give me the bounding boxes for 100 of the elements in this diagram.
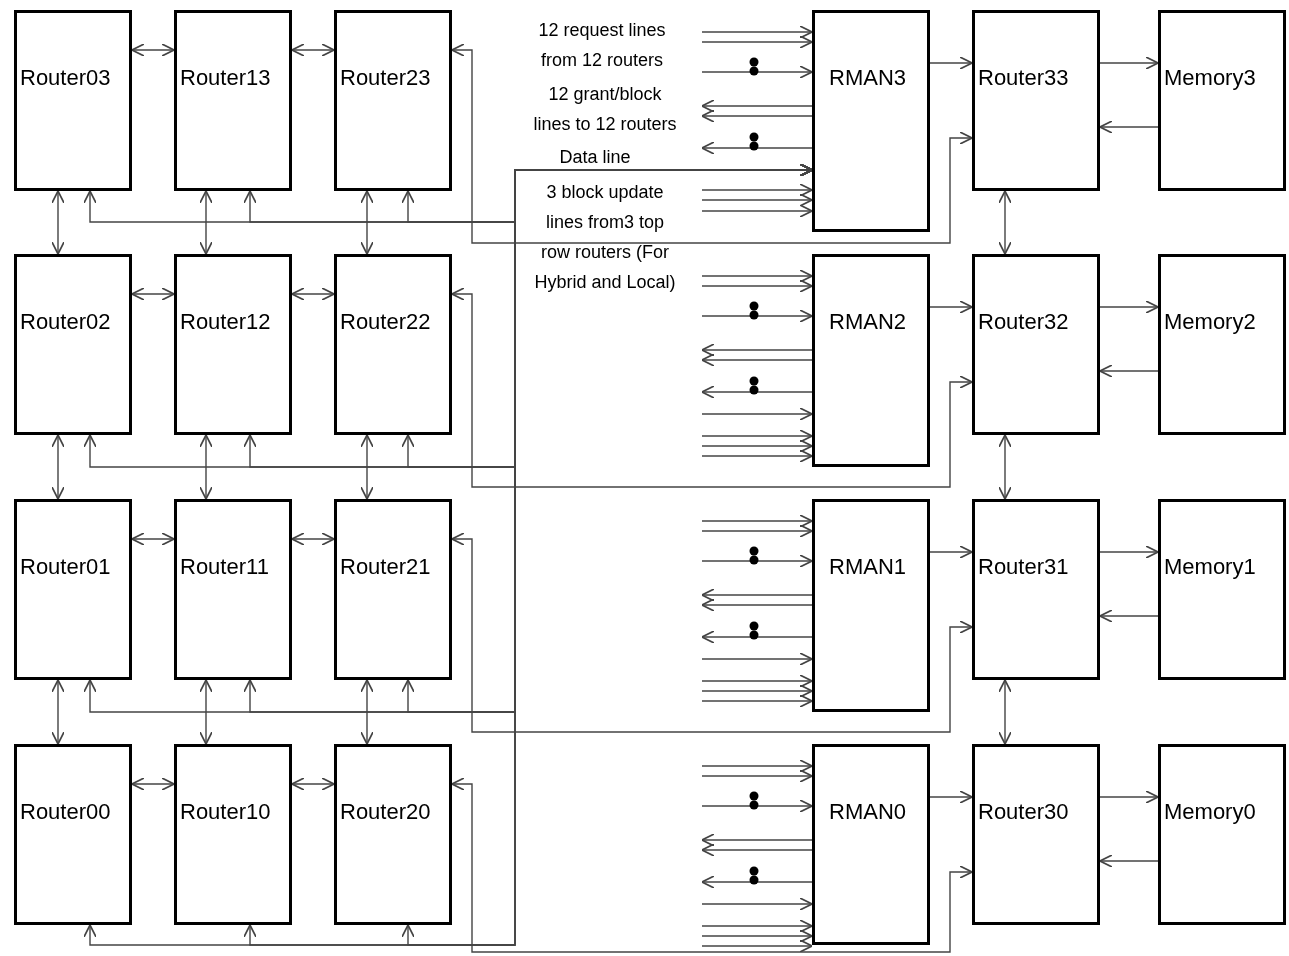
double-arrow: [131, 287, 175, 301]
arrow: [701, 833, 813, 847]
arrow: [701, 875, 813, 889]
arrow: [701, 684, 813, 698]
arrow: [701, 554, 813, 568]
arrow: [701, 385, 813, 399]
router-box: Router23: [334, 10, 452, 191]
double-arrow: [451, 287, 973, 488]
note-text: 12 request lines from 12 routers: [537, 19, 667, 72]
double-arrow: [451, 43, 973, 244]
double-arrow: [451, 777, 973, 953]
router-box: Router01: [14, 499, 132, 680]
double-arrow: [51, 679, 65, 745]
router-box: Router31: [972, 499, 1100, 680]
arrow: [701, 183, 813, 197]
arrow: [701, 769, 813, 783]
arrow: [701, 514, 813, 528]
double-arrow: [998, 679, 1012, 745]
router-box: Router30: [972, 744, 1100, 925]
manager-box: RMAN1: [812, 499, 930, 712]
arrow: [701, 439, 813, 453]
double-arrow: [51, 434, 65, 500]
router-box: Router00: [14, 744, 132, 925]
note-text: 3 block update lines from3 top row routers (For Hybrid and Local): [533, 181, 677, 294]
memory-box: Memory2: [1158, 254, 1286, 435]
arrow: [1099, 609, 1159, 623]
double-arrow: [360, 679, 374, 745]
arrow: [701, 269, 813, 283]
double-arrow: [360, 190, 374, 255]
arrow: [701, 65, 813, 79]
double-arrow: [291, 777, 335, 791]
note-text: Data line: [558, 146, 632, 169]
arrow: [701, 309, 813, 323]
arrow: [701, 35, 813, 49]
arrow: [1099, 120, 1159, 134]
router-box: Router12: [174, 254, 292, 435]
arrow: [1099, 56, 1159, 70]
double-arrow: [51, 190, 65, 255]
arrow: [701, 843, 813, 857]
memory-box: Memory3: [1158, 10, 1286, 191]
router-box: Router03: [14, 10, 132, 191]
arrow: [701, 674, 813, 688]
arrow: [701, 25, 813, 39]
router-box: Router11: [174, 499, 292, 680]
arrow: [1099, 364, 1159, 378]
arrow: [929, 790, 973, 804]
manager-box: RMAN0: [812, 744, 930, 945]
memory-box: Memory0: [1158, 744, 1286, 925]
arrow: [701, 897, 813, 911]
arrow: [701, 353, 813, 367]
double-arrow: [998, 434, 1012, 500]
arrow: [701, 204, 813, 218]
router-box: Router33: [972, 10, 1100, 191]
arrow: [701, 919, 813, 933]
arrow: [701, 141, 813, 155]
arrow: [701, 279, 813, 293]
router-box: Router02: [14, 254, 132, 435]
arrow: [701, 652, 813, 666]
arrow: [701, 407, 813, 421]
manager-box: RMAN2: [812, 254, 930, 467]
double-arrow: [131, 43, 175, 57]
arrow: [701, 449, 813, 463]
arrow: [701, 99, 813, 113]
router-box: Router21: [334, 499, 452, 680]
arrow: [701, 109, 813, 123]
router-box: Router13: [174, 10, 292, 191]
arrow: [701, 193, 813, 207]
arrow: [929, 545, 973, 559]
arrow: [701, 588, 813, 602]
double-arrow: [998, 190, 1012, 255]
double-arrow: [291, 43, 335, 57]
double-arrow: [291, 532, 335, 546]
arrow: [1099, 790, 1159, 804]
double-arrow: [451, 532, 973, 733]
manager-box: RMAN3: [812, 10, 930, 232]
arrow: [1099, 854, 1159, 868]
arrow: [929, 56, 973, 70]
double-arrow: [199, 434, 213, 500]
router-box: Router10: [174, 744, 292, 925]
double-arrow: [291, 287, 335, 301]
arrow: [701, 343, 813, 357]
arrow: [701, 524, 813, 538]
arrow: [701, 799, 813, 813]
double-arrow: [360, 434, 374, 500]
arrow: [701, 429, 813, 443]
double-arrow: [199, 679, 213, 745]
note-text: 12 grant/block lines to 12 routers: [532, 83, 678, 136]
arrow: [701, 694, 813, 708]
double-arrow: [199, 190, 213, 255]
arrow: [701, 929, 813, 943]
arrow: [1099, 545, 1159, 559]
arrow: [701, 759, 813, 773]
arrow: [701, 598, 813, 612]
router-box: Router20: [334, 744, 452, 925]
arrow: [701, 939, 813, 953]
router-box: Router22: [334, 254, 452, 435]
arrow: [701, 630, 813, 644]
arrow: [1099, 300, 1159, 314]
arrow: [929, 300, 973, 314]
double-arrow: [131, 777, 175, 791]
